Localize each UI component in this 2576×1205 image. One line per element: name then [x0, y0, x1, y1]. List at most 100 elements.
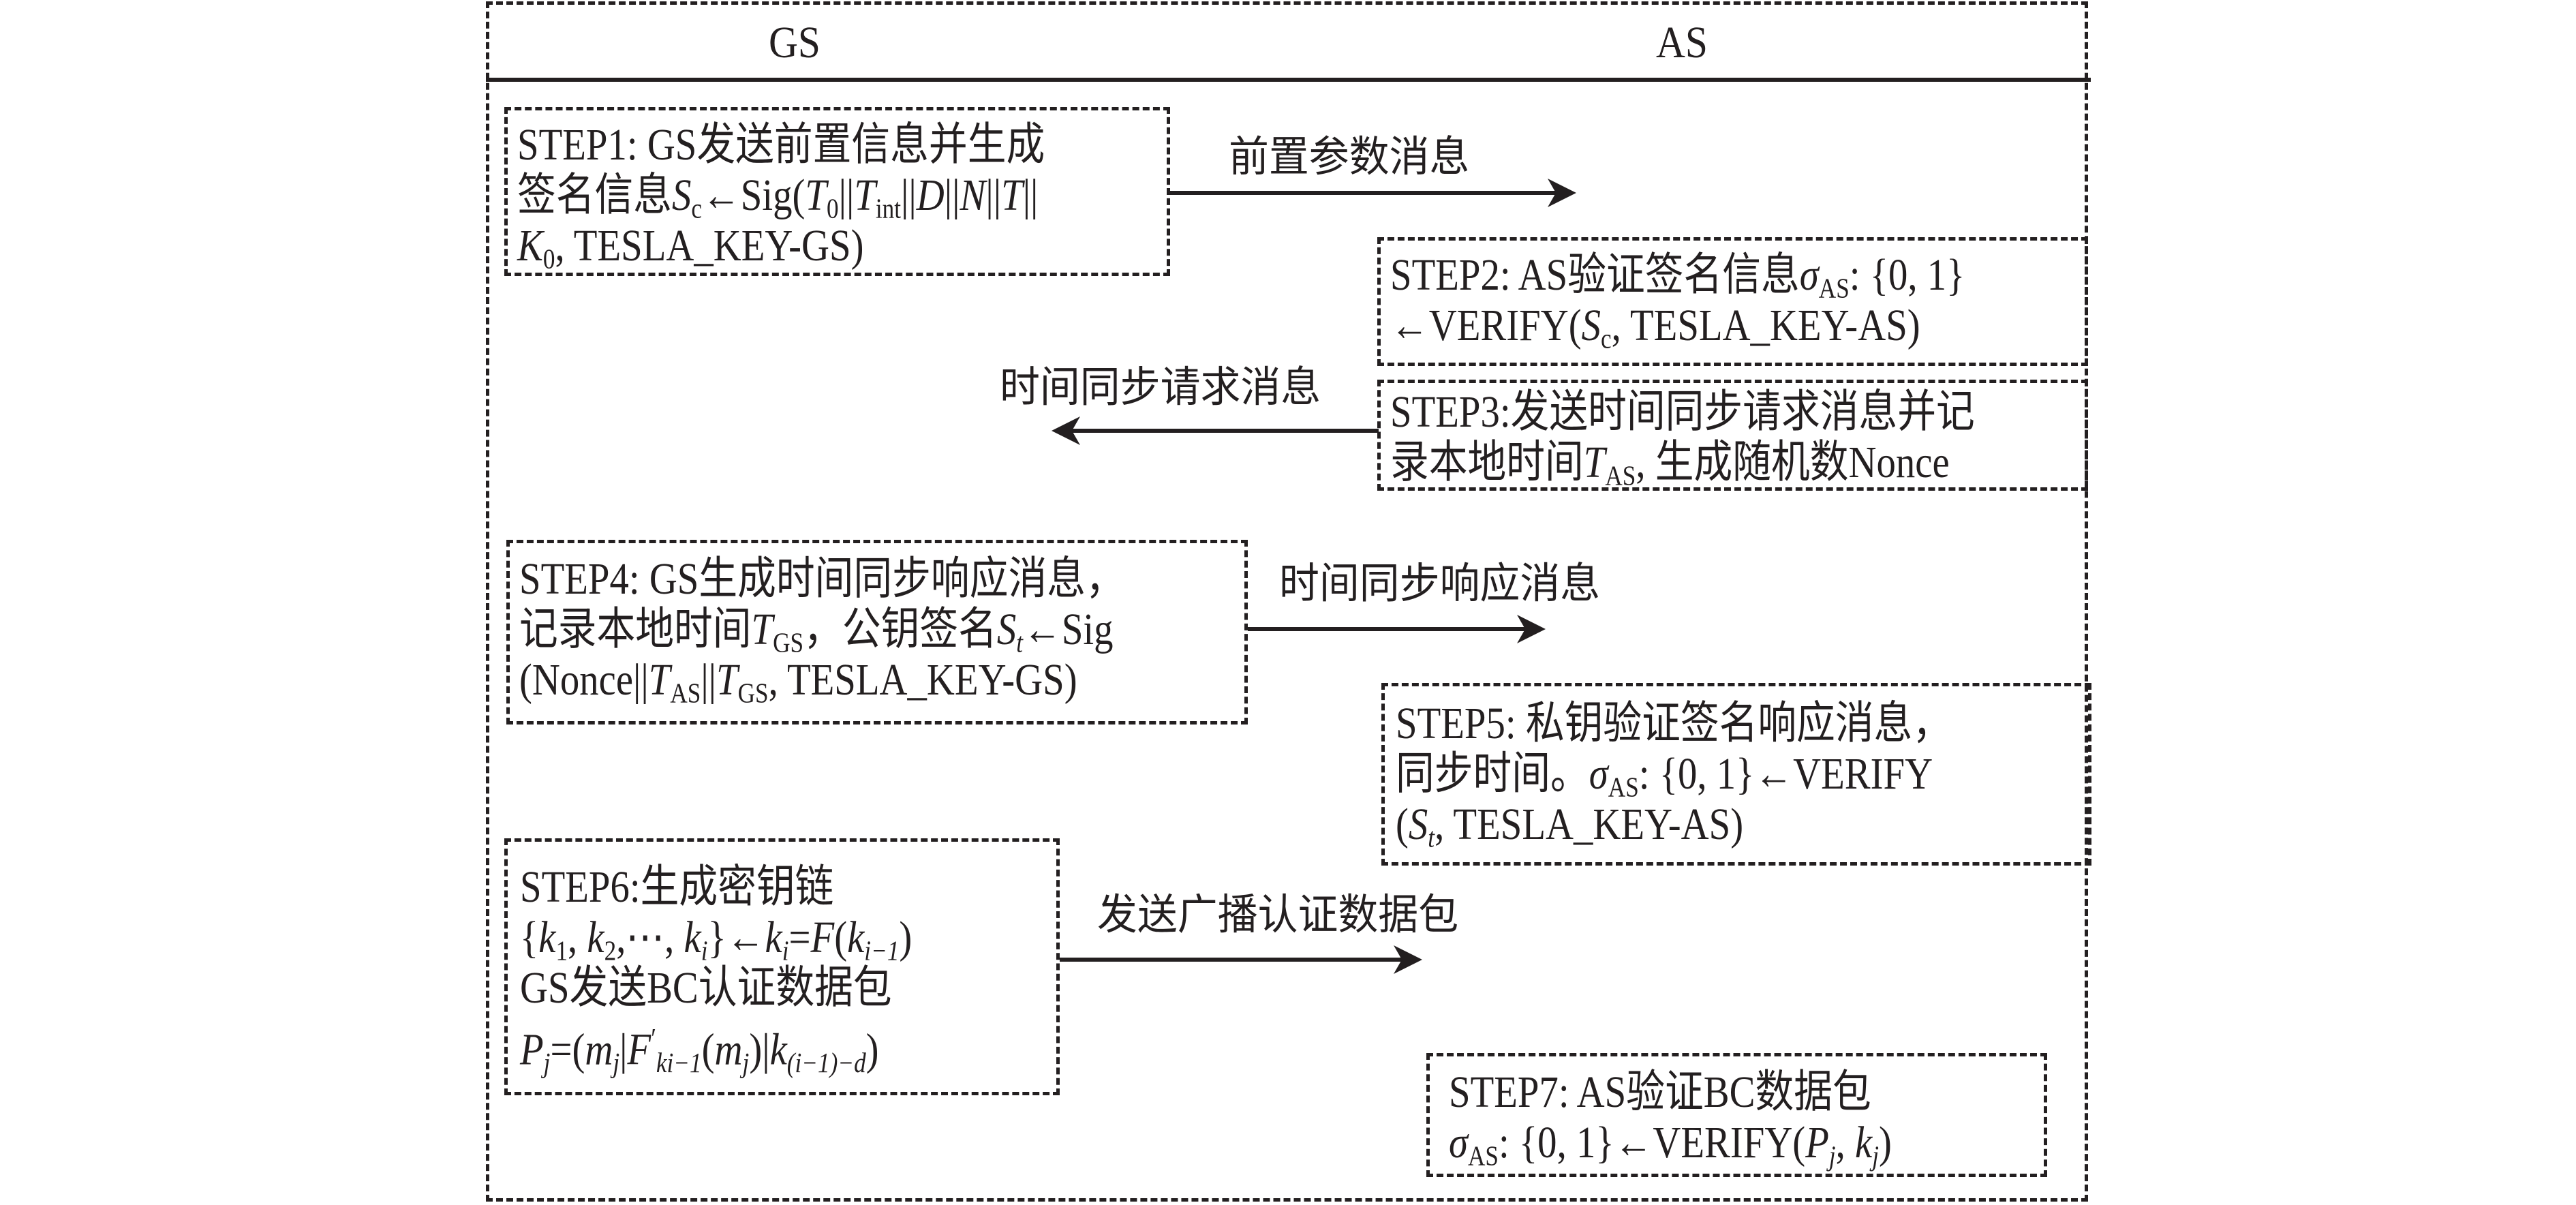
- math-var: S: [996, 605, 1017, 654]
- text-segment: ||: [985, 170, 1002, 220]
- step1-text: STEP1: GS发送前置信息并生成签名信息Sc←Sig(T0||Tint||D…: [517, 120, 1045, 275]
- math-var: S: [672, 170, 692, 220]
- text-segment: 录本地时间: [1390, 438, 1584, 487]
- text-segment: =: [788, 913, 811, 962]
- math-subvar: j: [613, 1048, 620, 1078]
- math-var: N: [960, 170, 986, 220]
- text-segment: ||: [901, 170, 917, 220]
- text-segment: GS发送BC认证数据包: [520, 963, 892, 1013]
- math-var: k: [765, 913, 782, 962]
- text-segment: ||: [944, 170, 960, 220]
- header-divider: [486, 78, 2091, 82]
- math-sub: int: [875, 193, 902, 224]
- text-segment: , 生成随机数Nonce: [1636, 438, 1950, 487]
- text-segment: {: [520, 913, 539, 962]
- step4-text: STEP4: GS生成时间同步响应消息，记录本地时间TGS，公钥签名St←Sig…: [519, 554, 1124, 709]
- step-text-line: STEP4: GS生成时间同步响应消息，: [519, 554, 1124, 605]
- text-segment: ||: [838, 170, 855, 220]
- text-segment: }←: [707, 913, 765, 962]
- math-sub: c: [691, 193, 703, 224]
- math-var: T: [805, 170, 827, 220]
- math-sup: ′: [651, 1023, 656, 1054]
- step-text-line: STEP2: AS验证签名信息σAS: {0, 1}: [1390, 250, 1965, 304]
- math-var: F: [810, 913, 835, 962]
- text-segment: , TESLA_KEY-GS): [768, 655, 1077, 705]
- math-subvar: i: [701, 935, 708, 966]
- arrow-preset-params: [1170, 179, 1576, 207]
- text-segment: ): [1879, 1118, 1892, 1168]
- step-text-line: {k1, k2,⋯, ki}←ki=F(ki−1): [520, 913, 913, 966]
- math-var: m: [714, 1024, 743, 1075]
- math-sub: 0: [542, 243, 555, 275]
- math-var: K: [517, 221, 543, 271]
- text-segment: 同步时间。: [1396, 749, 1589, 799]
- message-label-preset-params: 前置参数消息: [1229, 134, 1470, 181]
- step-text-line: K0, TESLA_KEY-GS): [517, 221, 1045, 275]
- step6-text: STEP6:生成密钥链{k1, k2,⋯, ki}←ki=F(ki−1)GS发送…: [520, 862, 913, 1078]
- text-segment: STEP4: GS生成时间同步响应消息，: [519, 554, 1124, 604]
- step-text-line: STEP6:生成密钥链: [520, 862, 912, 913]
- math-var: k: [684, 913, 701, 962]
- message-label-broadcast-auth-packet: 发送广播认证数据包: [1097, 892, 1459, 939]
- math-subvar: i−1: [864, 935, 900, 966]
- math-sub: AS: [1605, 460, 1636, 491]
- text-segment: STEP6:生成密钥链: [520, 862, 834, 912]
- text-segment: ): [899, 913, 913, 962]
- text-segment: ,⋯,: [616, 913, 684, 962]
- math-subvar: j: [742, 1048, 750, 1078]
- math-sub: AS: [1818, 273, 1850, 304]
- math-subvar: j: [1828, 1140, 1836, 1172]
- step-text-line: σAS: {0, 1}←VERIFY(Pj, kj): [1449, 1118, 1892, 1172]
- math-sub: GS: [737, 677, 769, 709]
- arrow-time-sync-request: [1052, 416, 1379, 445]
- step-text-line: STEP1: GS发送前置信息并生成: [517, 120, 1045, 170]
- text-segment: ←Sig(: [702, 170, 806, 220]
- step-text-line: STEP3:发送时间同步请求消息并记: [1390, 387, 1975, 438]
- text-segment: ||: [1022, 170, 1039, 220]
- math-var: k: [538, 913, 556, 962]
- math-var: σ: [1799, 250, 1819, 300]
- step1-box: STEP1: GS发送前置信息并生成签名信息Sc←Sig(T0||Tint||D…: [504, 107, 1170, 276]
- math-sub: GS: [773, 627, 804, 658]
- step-text-line: Pj=(mj|F′ki−1(mj)|k(i−1)−d): [520, 1013, 912, 1078]
- math-var: m: [585, 1024, 613, 1075]
- text-segment: : {0, 1}←VERIFY: [1638, 749, 1933, 799]
- math-var: S: [1581, 301, 1601, 350]
- step6-box: STEP6:生成密钥链{k1, k2,⋯, ki}←ki=F(ki−1)GS发送…: [504, 838, 1060, 1095]
- math-sub: AS: [1468, 1140, 1499, 1172]
- protocol-frame: [486, 1, 2088, 1202]
- text-segment: , TESLA_KEY-AS): [1611, 301, 1920, 350]
- text-segment: ): [865, 1024, 879, 1075]
- math-subvar: k: [656, 1048, 667, 1078]
- math-var: T: [854, 170, 876, 220]
- math-var: P: [1805, 1118, 1829, 1168]
- step2-text: STEP2: AS验证签名信息σAS: {0, 1}←VERIFY(Sc, TE…: [1390, 250, 1965, 354]
- math-subvar: t: [1428, 822, 1435, 853]
- step4-box: STEP4: GS生成时间同步响应消息，记录本地时间TGS，公钥签名St←Sig…: [506, 540, 1248, 724]
- math-sub: AS: [670, 677, 701, 709]
- math-sub: c: [1601, 323, 1612, 354]
- math-subvar: i−1: [666, 1048, 702, 1078]
- text-segment: ||: [701, 655, 717, 705]
- text-segment: =(: [550, 1024, 585, 1075]
- math-var: T: [716, 655, 738, 705]
- math-var: T: [648, 655, 671, 705]
- arrow-time-sync-response: [1248, 615, 1546, 643]
- text-segment: ←Sig: [1023, 605, 1114, 654]
- math-var: σ: [1449, 1118, 1469, 1168]
- math-sub: 0: [826, 193, 839, 224]
- math-var: k: [847, 913, 865, 962]
- message-label-time-sync-request: 时间同步请求消息: [1000, 365, 1321, 411]
- math-sub: 1: [555, 935, 568, 966]
- math-subvar: j: [543, 1048, 551, 1078]
- step-text-line: 同步时间。σAS: {0, 1}←VERIFY: [1396, 749, 1951, 802]
- arrow-broadcast-auth-packet: [1060, 945, 1422, 974]
- text-segment: : {0, 1}: [1849, 250, 1965, 300]
- text-segment: STEP5: 私钥验证签名响应消息，: [1396, 699, 1952, 748]
- step-text-line: GS发送BC认证数据包: [520, 963, 912, 1013]
- text-segment: STEP2: AS验证签名信息: [1390, 250, 1800, 300]
- text-segment: 签名信息: [517, 170, 673, 220]
- text-segment: ,: [1835, 1118, 1856, 1168]
